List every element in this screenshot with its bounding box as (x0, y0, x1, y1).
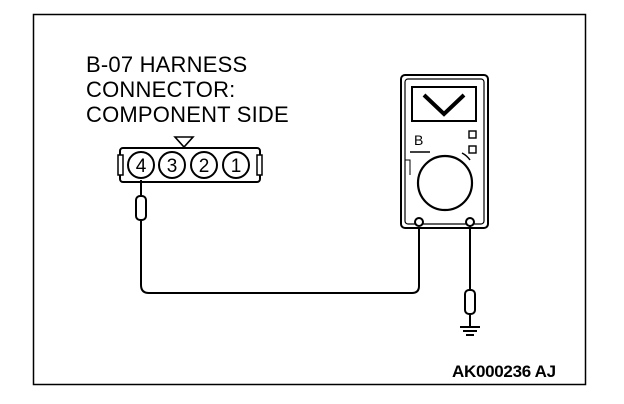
multimeter: B (400, 74, 489, 229)
dial-pointer-arc (410, 151, 471, 161)
meter-jack-right (465, 217, 475, 227)
pin-3-circle (158, 151, 186, 179)
meter-jack-left (414, 217, 424, 227)
connector-triangle-marker (173, 136, 195, 149)
connector-title-line-1: B-07 HARNESS (86, 52, 248, 77)
figure-frame (32, 13, 587, 386)
probe-pin-4 (135, 180, 147, 226)
meter-indicator: B (414, 132, 423, 148)
meter-button-bottom (468, 145, 477, 154)
ground-lead (464, 226, 476, 326)
pin-2-label: 2 (199, 156, 210, 177)
pin-4-circle (127, 151, 155, 179)
meter-dial (416, 154, 474, 212)
meter-button-top (468, 130, 477, 139)
pin-3-label: 3 (167, 156, 178, 177)
harness-connector: 4 3 2 1 (117, 136, 263, 183)
pin-1-circle (222, 151, 250, 179)
pin-2-circle (190, 151, 218, 179)
voltage-symbol-icon (422, 93, 466, 117)
connector-title-line-3: COMPONENT SIDE (86, 102, 289, 127)
test-lead-wire (140, 226, 420, 294)
figure-code: AK000236 AJ (452, 362, 556, 381)
pin-1-label: 1 (231, 156, 242, 177)
pin-4-label: 4 (136, 156, 147, 177)
ground-icon (460, 326, 480, 336)
connector-title-line-2: CONNECTOR: (86, 77, 236, 102)
